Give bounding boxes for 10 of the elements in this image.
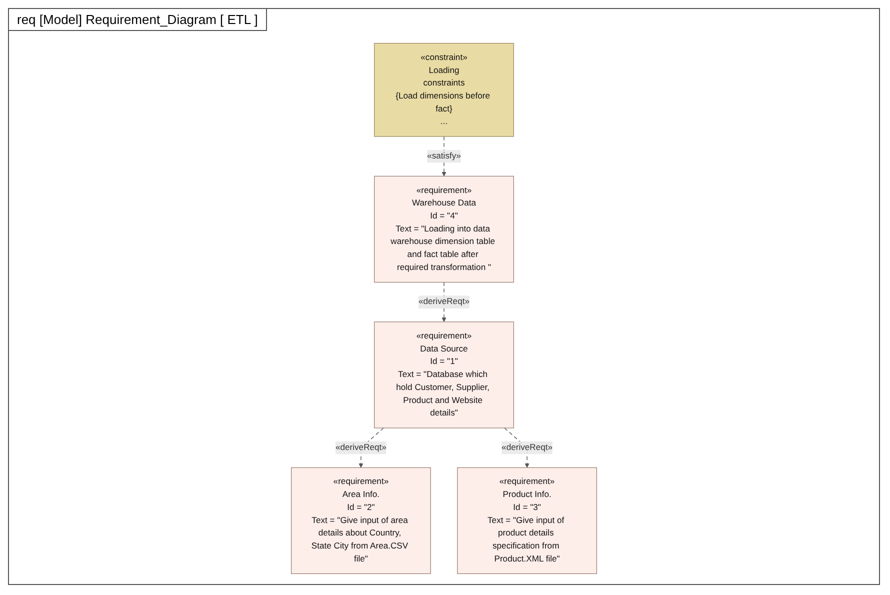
edge-label: «deriveReqt» [502, 442, 553, 452]
node-box: «requirement» Area Info. Id = "2" Text = "Give input of area details about Country, State City from Area.CSV file" [291, 467, 431, 574]
node-box: «constraint» Loading constraints {Load dimensions before fact} ... [374, 43, 514, 137]
edge-label: «satisfy» [427, 152, 461, 161]
edge-label: «deriveReqt» [335, 442, 386, 452]
node-box: «requirement» Warehouse Data Id = "4" Text = "Loading into data warehouse dimension table and fact table after required transformation " [374, 176, 514, 283]
node-box: «requirement» Product Info. Id = "3" Text = "Give input of product details specification from Product.XML file" [457, 467, 597, 574]
node-box: «requirement» Data Source Id = "1" Text = "Database which hold Customer, Supplier, Product and Website details" [374, 322, 514, 428]
diagram-title: req [Model] Requirement_Diagram [ ETL ] [9, 9, 267, 31]
edge-label: «deriveReqt» [418, 297, 470, 306]
